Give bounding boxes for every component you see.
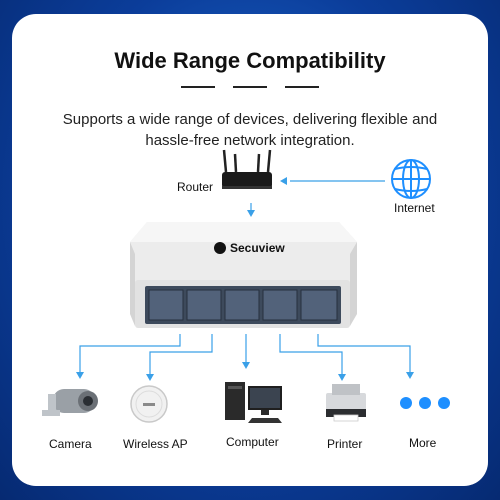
page-title: Wide Range Compatibility (114, 48, 386, 73)
more-dots-icon (400, 397, 450, 409)
internet-label: Internet (394, 201, 435, 215)
device-label-wireless-ap: Wireless AP (123, 437, 188, 451)
connector-lines (79, 180, 411, 376)
divider-dash (233, 86, 267, 88)
camera-icon (42, 389, 98, 416)
device-label-camera: Camera (49, 437, 92, 451)
brand-logo: Secuview (230, 241, 285, 255)
computer-icon (225, 382, 282, 423)
device-label-computer: Computer (226, 435, 279, 449)
device-label-printer: Printer (327, 437, 363, 451)
subtitle: Supports a wide range of devices, delive… (62, 111, 438, 149)
printer-icon (326, 384, 366, 422)
switch-device (130, 222, 357, 328)
globe-icon (391, 159, 431, 199)
feature-card: Wide Range Compatibility Supports a wide… (12, 14, 488, 486)
divider-dash (285, 86, 319, 88)
router-label: Router (177, 180, 214, 194)
wireless-ap-icon (130, 385, 168, 423)
divider-dash (181, 86, 215, 88)
router-icon (222, 149, 272, 189)
device-label-more: More (409, 436, 437, 450)
topology-diagram (42, 149, 431, 423)
